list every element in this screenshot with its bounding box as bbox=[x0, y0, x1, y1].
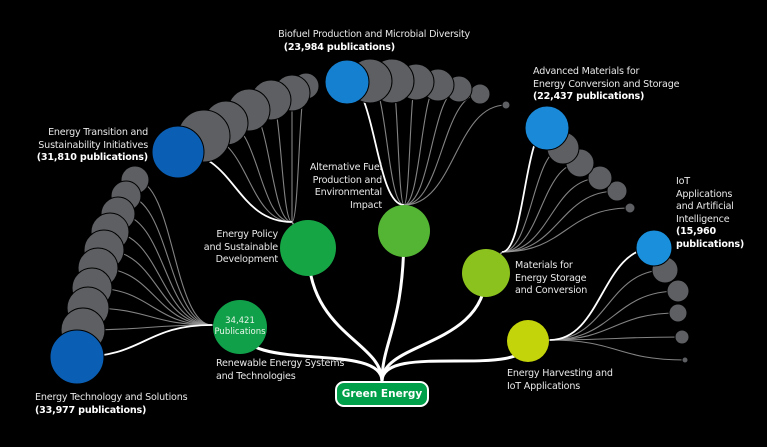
label-line: Development bbox=[215, 254, 279, 265]
cluster-node bbox=[635, 229, 673, 267]
label-line: Impact bbox=[350, 199, 382, 211]
subtopic-node bbox=[469, 83, 491, 105]
root-node-green-energy[interactable]: Green Energy bbox=[335, 381, 429, 407]
label-line: Alternative Fuel bbox=[309, 162, 382, 173]
publication-count: (31,810 publications) bbox=[36, 152, 148, 163]
cluster-node bbox=[49, 329, 105, 385]
cluster-node bbox=[324, 59, 370, 105]
branch-node-altfuel bbox=[378, 205, 430, 257]
publication-count: (15,960 bbox=[676, 226, 717, 237]
label-line: Advanced Materials for bbox=[533, 66, 640, 77]
subtopic-nodes bbox=[60, 58, 690, 364]
subtopic-link bbox=[549, 336, 683, 341]
subtopic-node bbox=[501, 100, 511, 110]
label-line: Materials for bbox=[515, 260, 573, 271]
subtopic-link bbox=[549, 339, 686, 361]
branch-node-materials bbox=[462, 249, 510, 297]
label-line: IoT Applications bbox=[507, 380, 581, 392]
main-link bbox=[380, 272, 488, 382]
label-line: Production and bbox=[312, 174, 383, 186]
subtopic-node bbox=[624, 202, 636, 214]
publication-count: (23,984 publications) bbox=[283, 41, 395, 53]
cluster-label-energy-technology: Energy Technology and Solutions (33,977 … bbox=[35, 392, 188, 417]
label-line: Sustainability Initiatives bbox=[38, 139, 148, 151]
subtopic-node bbox=[674, 329, 690, 345]
cluster-nodes bbox=[49, 59, 673, 385]
label-line: Applications bbox=[676, 188, 733, 200]
subtopic-link bbox=[549, 312, 679, 341]
subtopic-link bbox=[403, 93, 481, 206]
label-line: Energy Harvesting and bbox=[507, 368, 613, 379]
subtopic-link bbox=[403, 104, 507, 206]
label-line: Intelligence bbox=[676, 213, 730, 225]
cluster-label-biofuel: Biofuel Production and Microbial Diversi… bbox=[220, 29, 470, 54]
cluster-label-energy-transition: Energy Transition and Sustainability Ini… bbox=[10, 127, 148, 165]
branch-label-policy: Energy Policy and Sustainable Developmen… bbox=[186, 229, 278, 267]
branch-node-renewable bbox=[213, 300, 267, 354]
subtopic-node bbox=[681, 356, 689, 364]
branch-node-policy bbox=[280, 220, 336, 276]
label-line: and Sustainable bbox=[203, 241, 278, 253]
label-line: and Conversion bbox=[515, 285, 588, 296]
label-line: Environmental bbox=[314, 187, 382, 198]
subtopic-link bbox=[501, 147, 564, 253]
label-line: Energy Technology and Solutions bbox=[35, 392, 188, 403]
branch-nodes bbox=[213, 205, 549, 362]
cluster-node bbox=[524, 105, 570, 151]
label-line: Energy Conversion and Storage bbox=[533, 78, 680, 90]
subtopic-link bbox=[501, 177, 601, 253]
renewable-inner-count: 34,421 Publications bbox=[210, 316, 270, 338]
subtopic-link bbox=[501, 207, 631, 253]
cluster-label-advanced-materials: Advanced Materials for Energy Conversion… bbox=[533, 66, 680, 104]
subtopic-link bbox=[549, 290, 679, 341]
subtopic-link bbox=[501, 190, 618, 253]
cluster-node bbox=[151, 125, 205, 179]
label-line: Energy Transition and bbox=[48, 127, 148, 138]
label-line: IoT bbox=[676, 176, 690, 187]
label-line: and Artificial bbox=[676, 201, 734, 212]
branch-label-altfuel: Alternative Fuel Production and Environm… bbox=[290, 162, 382, 212]
main-link bbox=[380, 230, 406, 382]
label-line: Biofuel Production and Microbial Diversi… bbox=[278, 29, 470, 40]
subtopic-node bbox=[668, 303, 688, 323]
publication-count: (22,437 publications) bbox=[533, 91, 645, 102]
branch-node-harvesting bbox=[507, 320, 549, 362]
inner-count-unit: Publications bbox=[214, 327, 266, 337]
subtopic-link bbox=[549, 269, 666, 341]
label-line: and Technologies bbox=[216, 370, 296, 382]
subtopic-node bbox=[587, 165, 613, 191]
inner-count-value: 34,421 bbox=[225, 316, 255, 326]
root-label: Green Energy bbox=[341, 388, 423, 400]
label-line: Energy Storage bbox=[515, 272, 587, 284]
label-line: Renewable Energy Systems bbox=[216, 358, 345, 369]
cluster-label-iot-ai: IoT Applications and Artificial Intellig… bbox=[676, 176, 744, 251]
publication-count: publications) bbox=[676, 238, 745, 250]
label-line: Energy Policy bbox=[216, 229, 278, 240]
main-link bbox=[306, 247, 384, 382]
branch-label-harvesting: Energy Harvesting and IoT Applications bbox=[507, 368, 613, 393]
branch-label-materials: Materials for Energy Storage and Convers… bbox=[515, 260, 587, 298]
publication-count: (33,977 publications) bbox=[35, 404, 147, 416]
subtopic-link bbox=[403, 84, 439, 206]
branch-label-renewable: Renewable Energy Systems and Technologie… bbox=[216, 358, 344, 383]
subtopic-node bbox=[606, 180, 628, 202]
subtopic-node bbox=[666, 279, 690, 303]
